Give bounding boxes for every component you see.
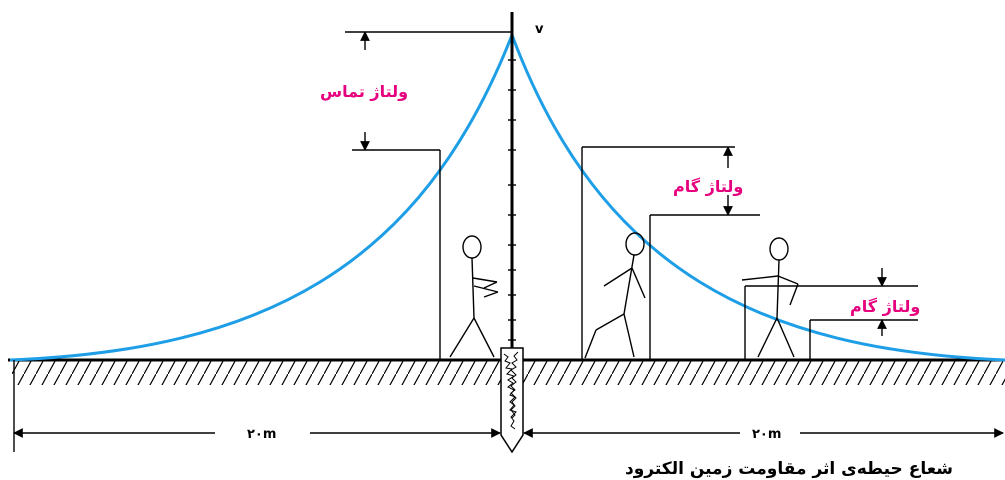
person-step-1 <box>584 232 646 359</box>
caption: شعاع حیطه‌ی اثر مقاومت زمین الکترود <box>625 459 953 479</box>
step-voltage-dimension-1 <box>581 146 760 360</box>
touch-voltage-label: ولتاژ تماس <box>320 82 408 101</box>
step-voltage-label-2: ولتاژ گام <box>850 297 920 316</box>
distance-label-right: ۲۰m <box>752 427 781 442</box>
step-voltage-dimension-2 <box>744 268 918 360</box>
step-voltage-label-1: ولتاژ گام <box>673 177 743 196</box>
person-step-2 <box>741 237 799 358</box>
touch-voltage-dimension <box>345 31 512 360</box>
peak-voltage-label: v <box>535 22 544 37</box>
axis-ticks <box>508 59 516 341</box>
person-touch <box>449 235 499 358</box>
earth-electrode <box>500 347 524 454</box>
distance-dimension-left <box>13 360 501 452</box>
distance-label-left: ۲۰m <box>247 427 276 442</box>
